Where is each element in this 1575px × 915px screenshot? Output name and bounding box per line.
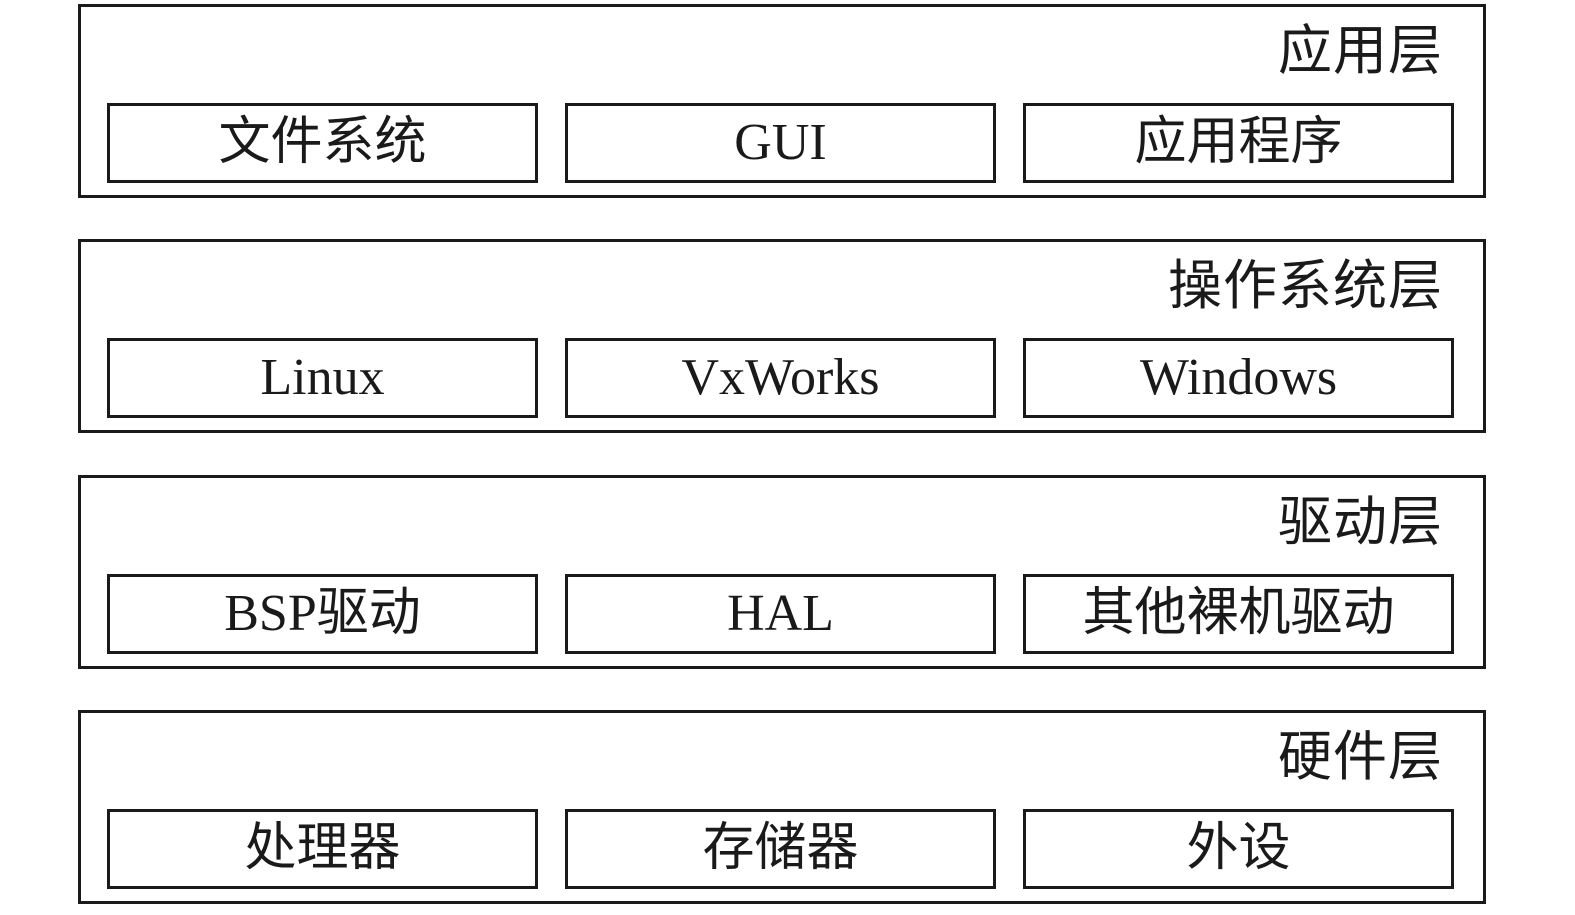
layer-title: 应用层: [1278, 21, 1443, 81]
module-box: 外设: [1023, 809, 1454, 889]
module-box: 其他裸机驱动: [1023, 574, 1454, 654]
module-box: 存储器: [565, 809, 996, 889]
layer-title: 硬件层: [1278, 727, 1443, 787]
module-box: Windows: [1023, 338, 1454, 418]
layer-hardware: 硬件层 处理器 存储器 外设: [78, 710, 1486, 904]
layer-driver: 驱动层 BSP驱动 HAL 其他裸机驱动: [78, 475, 1486, 669]
module-box: 文件系统: [107, 103, 538, 183]
layer-application: 应用层 文件系统 GUI 应用程序: [78, 4, 1486, 198]
layer-title: 操作系统层: [1168, 256, 1443, 316]
module-box: GUI: [565, 103, 996, 183]
module-box: 应用程序: [1023, 103, 1454, 183]
module-box: VxWorks: [565, 338, 996, 418]
module-box: Linux: [107, 338, 538, 418]
module-box: 处理器: [107, 809, 538, 889]
layer-operating-system: 操作系统层 Linux VxWorks Windows: [78, 239, 1486, 433]
module-box: HAL: [565, 574, 996, 654]
module-box: BSP驱动: [107, 574, 538, 654]
layer-title: 驱动层: [1278, 492, 1443, 552]
